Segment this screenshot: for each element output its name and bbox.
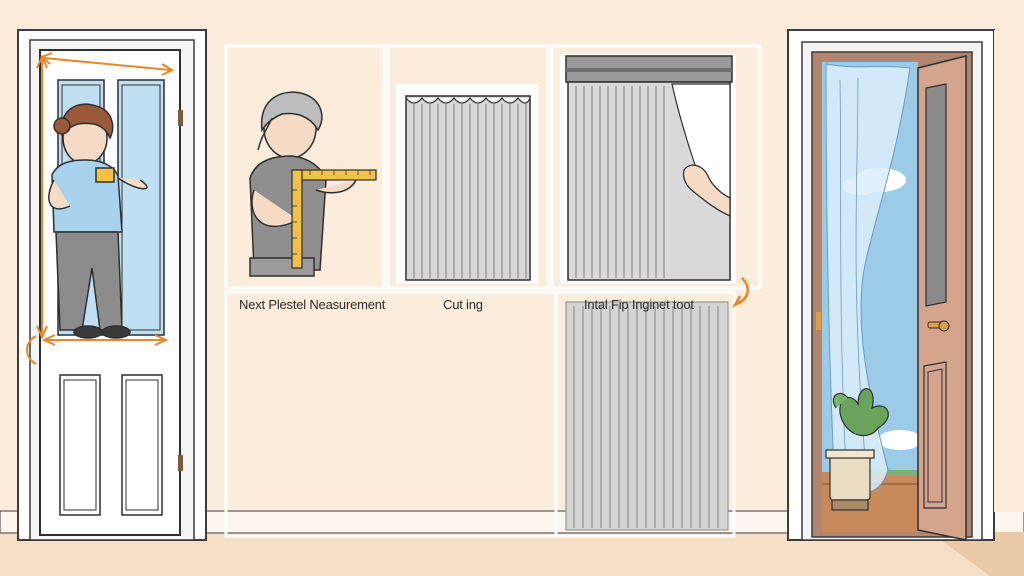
panel-installed-curtain <box>565 301 729 531</box>
door-panel-right <box>121 374 163 516</box>
person-measuring-door <box>48 103 148 339</box>
step-panels-frame <box>224 44 762 538</box>
caption-install: Intal Fip Inginet toot <box>584 297 694 312</box>
door-panel-left <box>59 374 101 516</box>
caption-cutting: Cut ing <box>443 297 483 312</box>
caption-measurement: Next Plestel Neasurement <box>239 297 386 312</box>
potted-plant <box>825 388 889 511</box>
sunlight-floor-patch <box>930 532 1024 576</box>
panel-measurement <box>234 55 377 283</box>
panel-hanging <box>560 54 736 284</box>
hand <box>682 164 731 217</box>
right-wall-edge <box>994 30 1024 512</box>
door-glass-right <box>117 79 165 336</box>
measuring-tape <box>291 169 377 269</box>
measurement-arrows <box>26 52 175 365</box>
open-door-leaf <box>816 55 967 541</box>
baseboard <box>0 510 1024 534</box>
panel-cutting <box>396 84 538 284</box>
